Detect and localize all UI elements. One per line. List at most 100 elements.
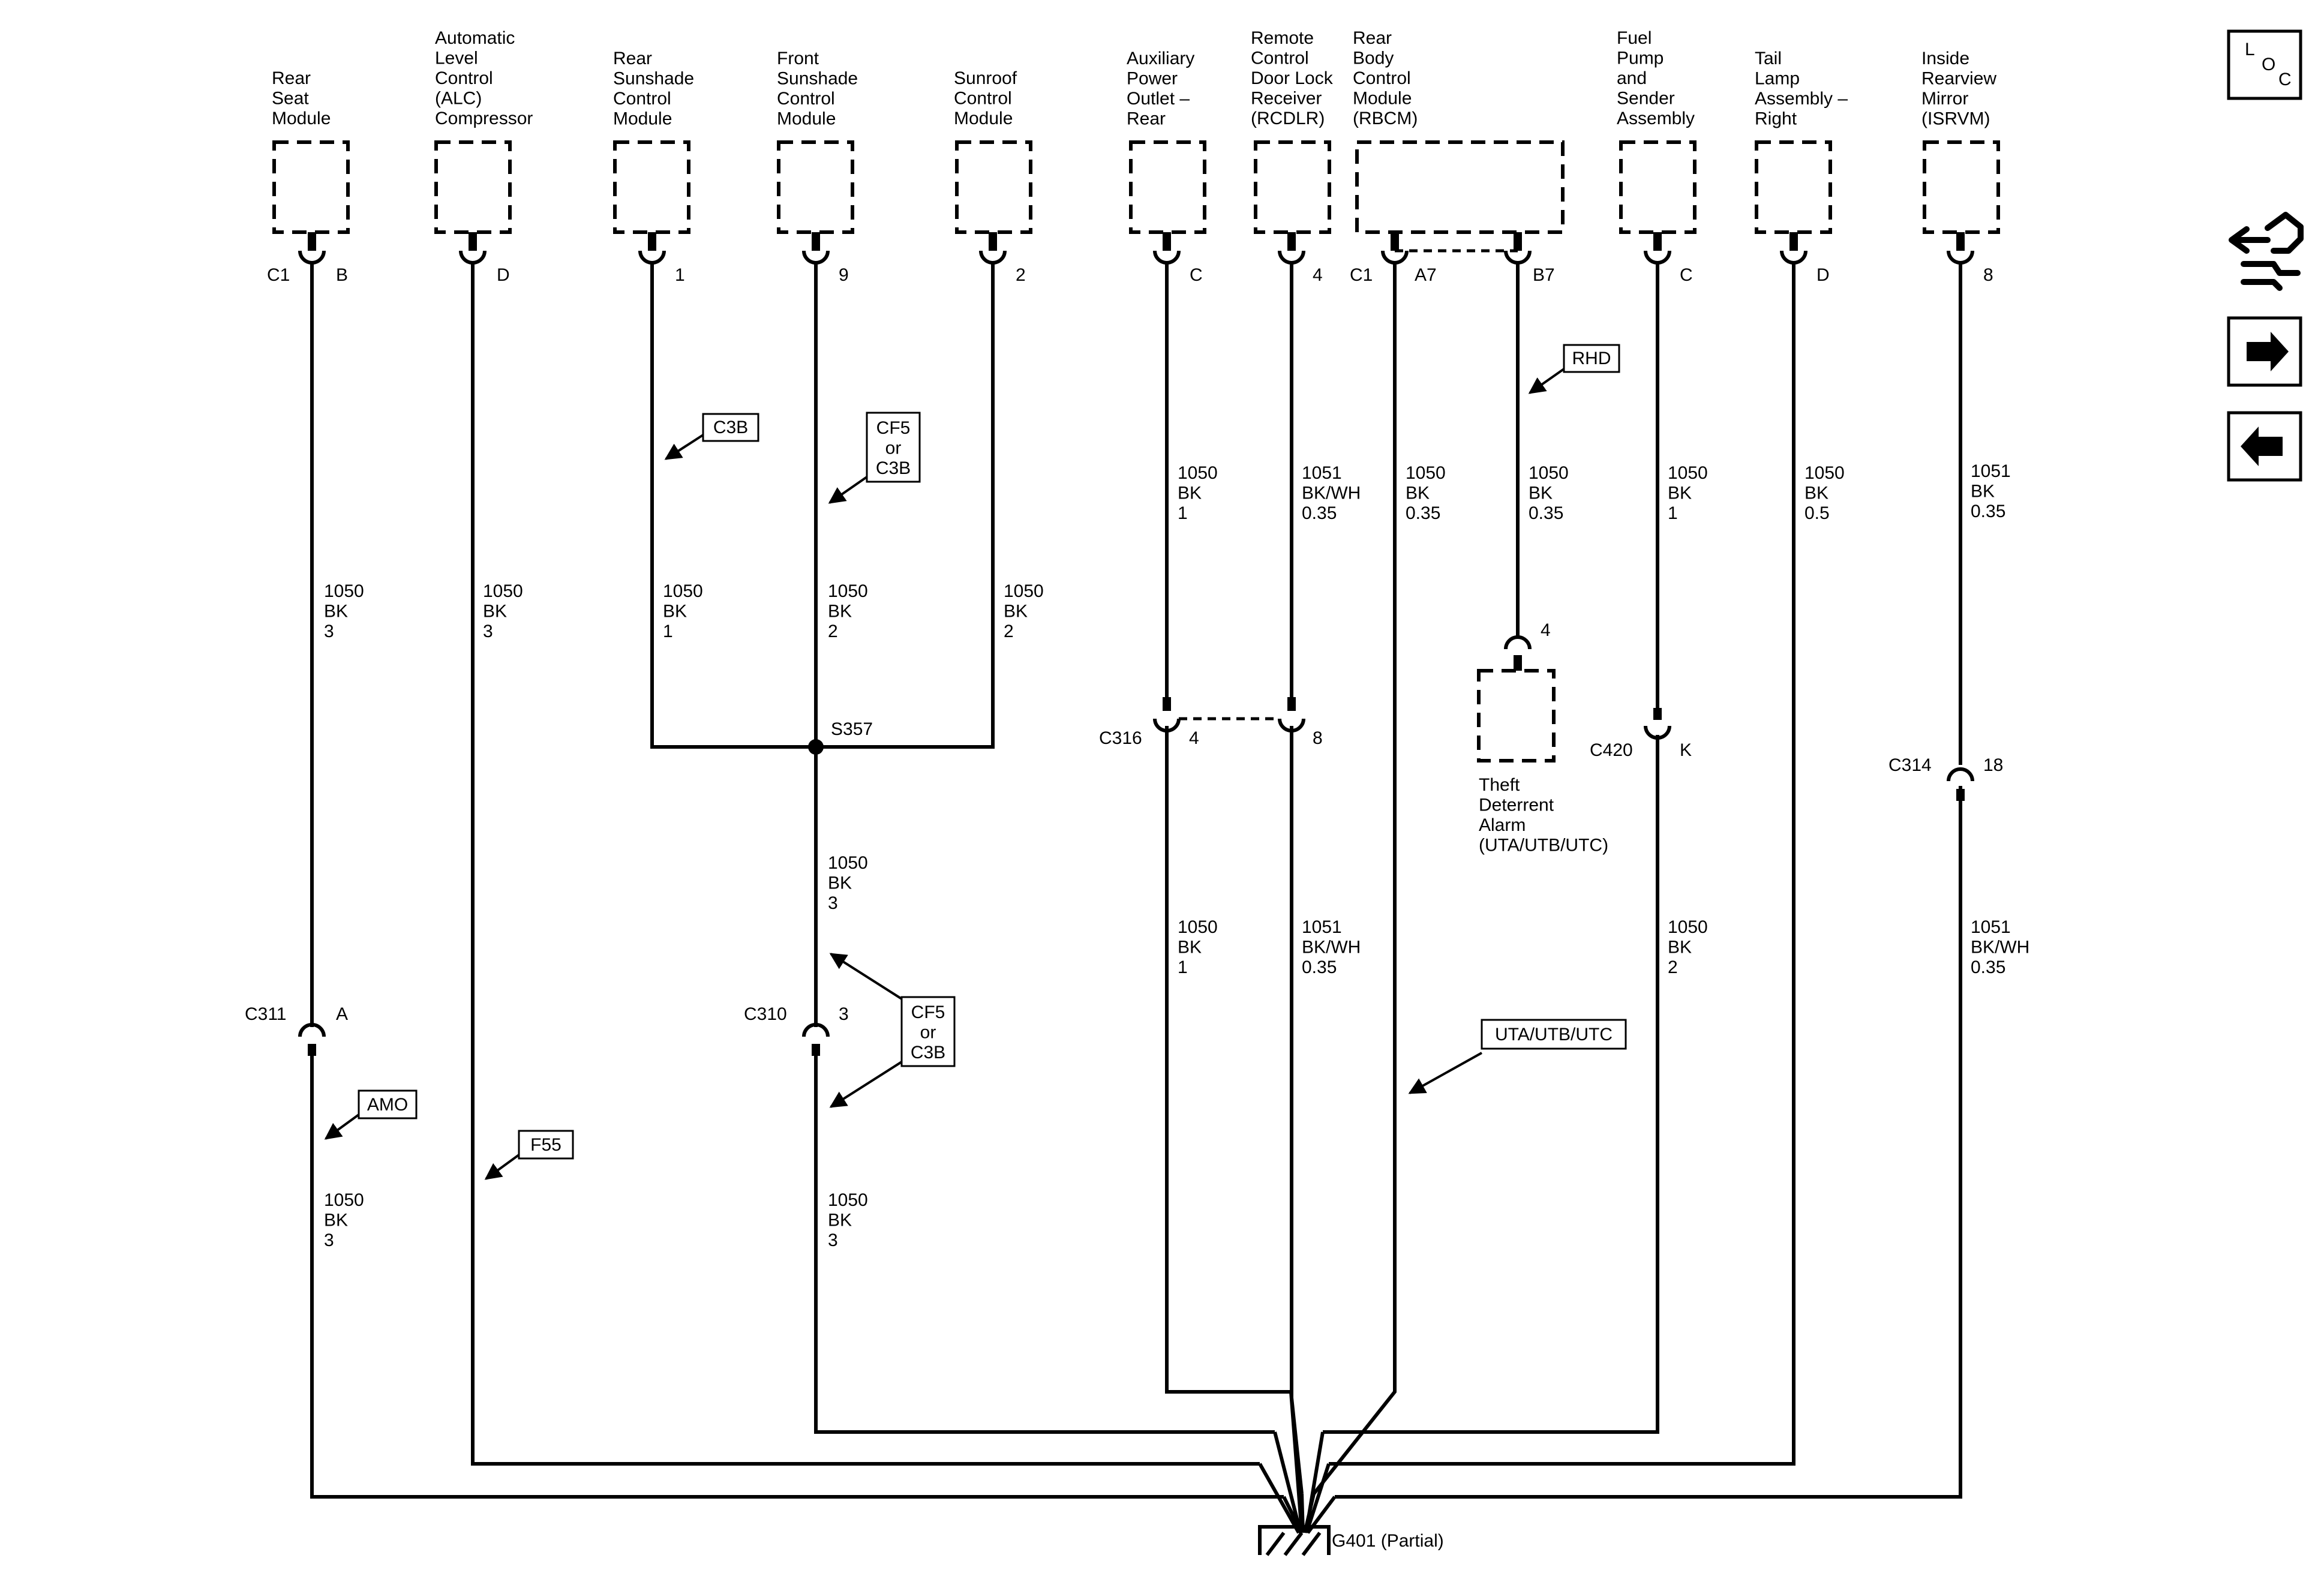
previous-page-button[interactable] bbox=[2227, 411, 2302, 482]
connector-c310-label: C310 bbox=[744, 1004, 787, 1024]
option-tag-f55 bbox=[518, 1130, 574, 1160]
option-tag-cf5-top bbox=[866, 412, 921, 483]
connector-c311-label: C311 bbox=[245, 1004, 287, 1024]
module-box-rear-sunshade bbox=[613, 140, 690, 234]
module-box-rear-seat-module bbox=[272, 140, 350, 234]
wire-alc bbox=[471, 263, 1260, 1466]
option-tag-cf5-bottom bbox=[900, 996, 956, 1067]
module-box-front-sunshade bbox=[777, 140, 854, 234]
splice-label: S357 bbox=[831, 719, 873, 739]
pin-label-rbcm-a7: A7 bbox=[1415, 265, 1437, 285]
pin-label-isrvm: 8 bbox=[1983, 265, 1993, 285]
connector-c316-pin-a: 4 bbox=[1189, 728, 1199, 748]
option-tag-rhd bbox=[1563, 344, 1620, 373]
conn-label-rear-seat: C1 bbox=[267, 265, 290, 285]
theft-alarm-pin: 4 bbox=[1541, 620, 1551, 640]
option-tag-uta bbox=[1481, 1019, 1627, 1050]
option-tag-f55-text: F55 bbox=[530, 1135, 562, 1155]
pin-label-rear-seat: B bbox=[336, 265, 348, 285]
module-box-isrvm bbox=[1923, 140, 2000, 234]
arrow-right-icon bbox=[2247, 332, 2289, 371]
option-tag-rhd-text: RHD bbox=[1572, 349, 1611, 368]
conn-label-rbcm: C1 bbox=[1350, 265, 1373, 285]
module-box-alc-compressor bbox=[434, 140, 512, 234]
wire-c310-lower bbox=[814, 1047, 1275, 1434]
connector-c420-pin: K bbox=[1680, 740, 1692, 760]
pin-label-aux: C bbox=[1190, 265, 1203, 285]
pin-label-rear-sunshade: 1 bbox=[675, 265, 685, 285]
arrow-left-icon bbox=[2241, 427, 2283, 466]
option-tag-c3b-arrow bbox=[664, 434, 704, 460]
ground-g401-label: G401 (Partial) bbox=[1332, 1531, 1444, 1551]
ground-g401-symbol bbox=[1258, 1525, 1331, 1556]
connector-end-view-button[interactable] bbox=[2229, 212, 2304, 291]
connector-c311-pin: A bbox=[336, 1004, 348, 1024]
splice-s357 bbox=[808, 739, 824, 755]
module-box-fuel-pump bbox=[1619, 140, 1697, 234]
option-tag-amo bbox=[358, 1089, 418, 1119]
pin-label-front-sunshade: 9 bbox=[839, 265, 849, 285]
option-tag-c3b-text: C3B bbox=[713, 418, 748, 437]
module-box-tail-lamp bbox=[1755, 140, 1832, 234]
theft-alarm-terminal bbox=[1504, 635, 1532, 671]
option-tag-cf5-top-arrow bbox=[828, 476, 868, 504]
option-tag-uta-text: UTA/UTB/UTC bbox=[1495, 1025, 1613, 1044]
connector-c310-pin: 3 bbox=[839, 1004, 849, 1024]
connector-c316-pin-b: 8 bbox=[1313, 728, 1323, 748]
pin-label-sunroof: 2 bbox=[1016, 265, 1026, 285]
connector-plug-icon bbox=[2229, 212, 2304, 291]
connector-c314-label: C314 bbox=[1888, 755, 1932, 775]
pin-label-alc: D bbox=[497, 265, 510, 285]
theft-alarm-box bbox=[1477, 669, 1556, 763]
wire-rbcm-a7 bbox=[1312, 263, 1397, 1495]
wire-isrvm-lower bbox=[1335, 786, 1962, 1499]
loc-button[interactable]: L O C bbox=[2227, 29, 2302, 100]
module-box-sunroof bbox=[955, 140, 1032, 234]
loc-letter-o: O bbox=[2262, 55, 2275, 74]
rbcm-internal-splice bbox=[1393, 230, 1518, 253]
module-box-rbcm bbox=[1355, 140, 1565, 234]
option-tag-f55-arrow bbox=[484, 1154, 520, 1180]
wire-aux-lower bbox=[1165, 726, 1291, 1394]
option-tag-uta-arrow bbox=[1408, 1052, 1482, 1094]
pin-label-fuel: C bbox=[1680, 265, 1693, 285]
wire-tail bbox=[1329, 263, 1795, 1466]
connector-c420-label: C420 bbox=[1590, 740, 1633, 760]
option-tag-amo-text: AMO bbox=[367, 1095, 408, 1115]
wire-rear-sunshade bbox=[650, 263, 995, 749]
inline-connector-shapes bbox=[298, 697, 1974, 1056]
module-terminals bbox=[298, 232, 1974, 265]
next-page-button[interactable] bbox=[2227, 316, 2302, 387]
option-tag-cf5-bottom-arrow-up bbox=[829, 953, 903, 1000]
loc-letter-l: L bbox=[2245, 40, 2255, 59]
option-tag-amo-arrow bbox=[324, 1113, 360, 1140]
module-box-rcdlr bbox=[1254, 140, 1331, 234]
